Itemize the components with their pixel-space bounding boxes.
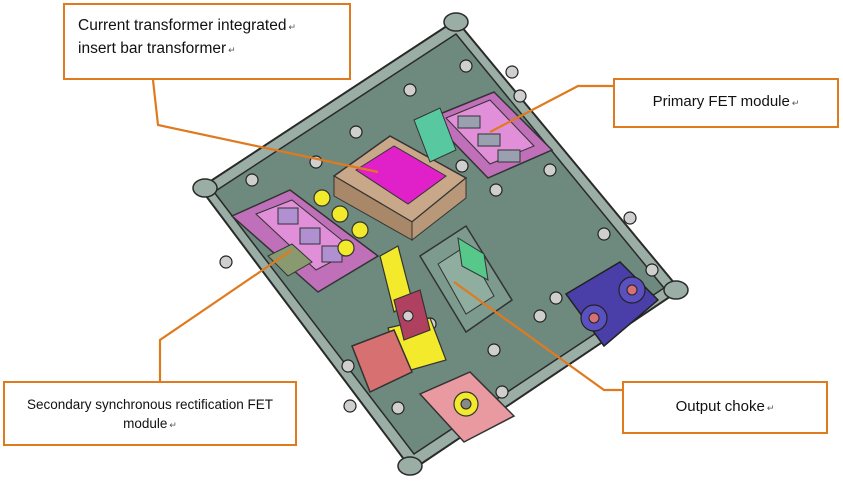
screw <box>543 163 557 177</box>
leader-output-choke <box>453 281 622 392</box>
transformer <box>332 135 468 242</box>
screw <box>349 125 363 139</box>
screw <box>513 89 527 103</box>
label-secondary-fet: Secondary synchronous rectification FET … <box>3 381 297 446</box>
screw <box>533 309 547 323</box>
label-current-transformer-line2: insert bar transformer <box>78 40 227 57</box>
screw <box>245 173 259 187</box>
paragraph-mark: ↵ <box>169 420 177 430</box>
leader-current-transformer <box>151 79 379 174</box>
screw <box>495 385 509 399</box>
primary-fet-module <box>413 91 554 179</box>
leader-lines <box>151 79 622 392</box>
screw <box>487 343 501 357</box>
screw <box>597 227 611 241</box>
screw <box>403 83 417 97</box>
screw <box>455 159 469 173</box>
label-output-choke-text: Output choke <box>675 398 765 415</box>
screw <box>219 255 233 269</box>
screw <box>623 211 637 225</box>
screw <box>341 359 355 373</box>
paragraph-mark: ↵ <box>288 22 297 32</box>
red-connector <box>351 289 431 394</box>
label-secondary-fet-line1: Secondary synchronous rectification FET <box>26 397 274 412</box>
pink-terminal <box>418 371 516 443</box>
label-current-transformer-line1: Current transformer integrated <box>78 17 287 34</box>
paragraph-mark: ↵ <box>766 403 775 413</box>
leader-primary-fet <box>489 84 613 133</box>
output-choke <box>418 224 514 334</box>
screw <box>459 59 473 73</box>
screw <box>549 291 563 305</box>
label-secondary-fet-line2: module <box>123 416 168 431</box>
screw <box>343 399 357 413</box>
label-current-transformer: Current transformer integrated↵ insert b… <box>63 3 351 80</box>
label-primary-fet: Primary FET module↵ <box>613 78 839 128</box>
secondary-fet-module <box>230 189 380 293</box>
leader-secondary-fet <box>158 249 293 381</box>
label-primary-fet-text: Primary FET module <box>652 93 790 110</box>
screw <box>645 263 659 277</box>
blue-connector <box>564 261 660 348</box>
screw <box>489 183 503 197</box>
paragraph-mark: ↵ <box>791 98 800 108</box>
screw <box>505 65 519 79</box>
paragraph-mark: ↵ <box>228 45 236 55</box>
screw <box>391 401 405 415</box>
label-output-choke: Output choke↵ <box>622 381 828 434</box>
